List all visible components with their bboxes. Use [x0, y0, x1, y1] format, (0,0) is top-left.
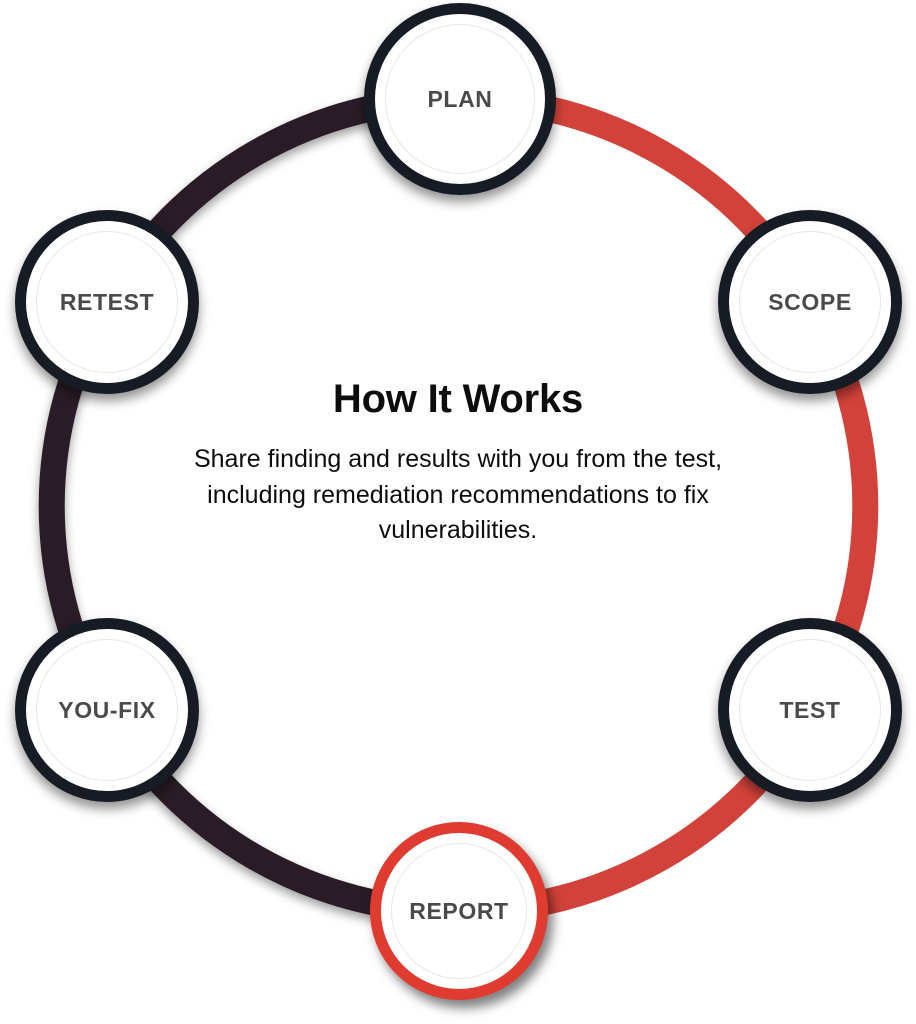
diagram-description: Share finding and results with you from …: [193, 445, 723, 544]
node-label-retest: RETEST: [59, 288, 155, 315]
center-copy: How It Works Share finding and results w…: [178, 378, 738, 549]
process-node-test[interactable]: TEST: [718, 618, 902, 802]
node-label-scope: SCOPE: [768, 288, 852, 315]
process-node-report[interactable]: REPORT: [370, 822, 548, 1000]
process-node-you-fix[interactable]: YOU-FIX: [15, 618, 199, 802]
process-node-scope[interactable]: SCOPE: [718, 210, 902, 394]
node-label-test: TEST: [779, 696, 841, 723]
process-node-plan[interactable]: PLAN: [364, 3, 556, 195]
diagram-title: How It Works: [332, 377, 584, 421]
node-label-report: REPORT: [409, 897, 509, 924]
process-node-retest[interactable]: RETEST: [15, 210, 199, 394]
node-label-plan: PLAN: [427, 85, 493, 112]
node-label-you-fix: YOU-FIX: [58, 696, 156, 723]
